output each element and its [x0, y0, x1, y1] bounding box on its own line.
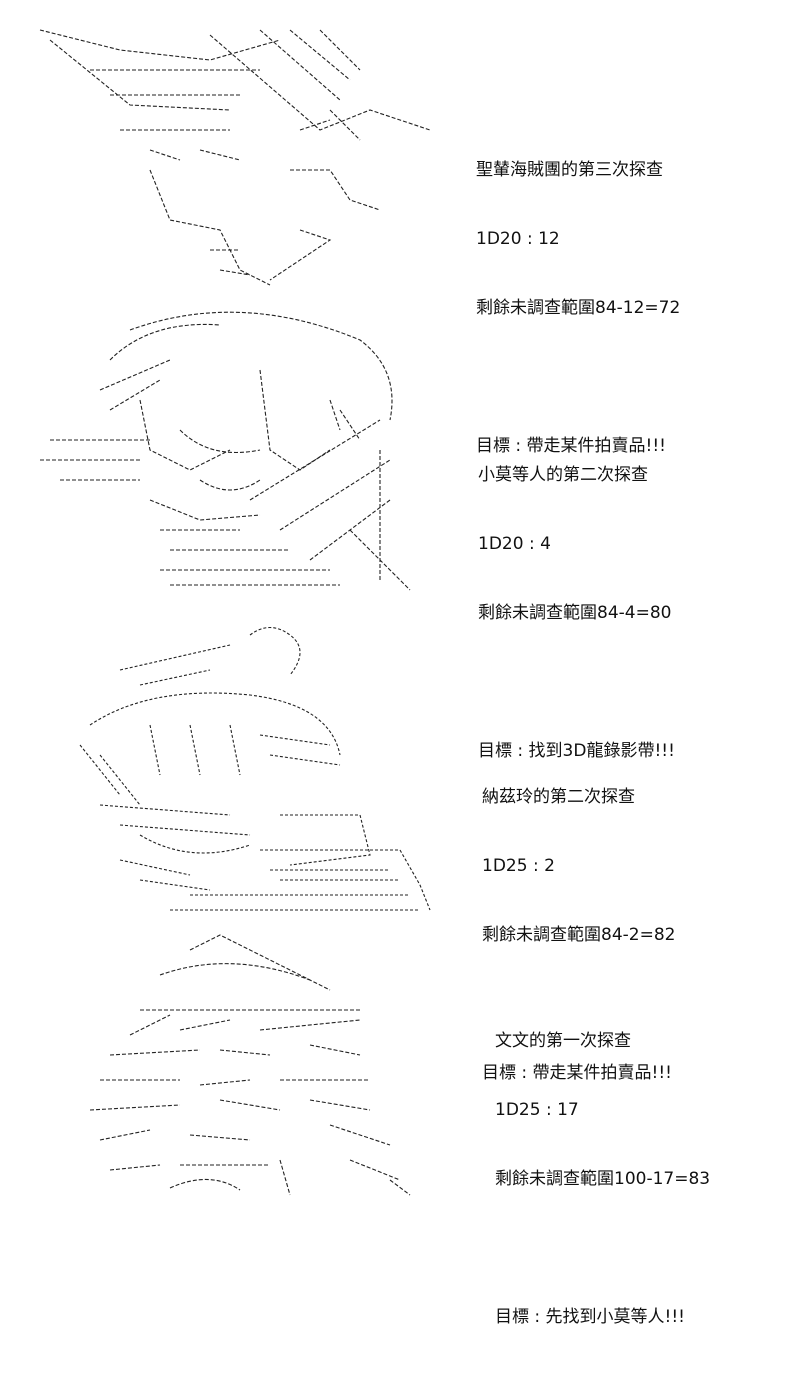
info-line: 小莫等人的第二次探查: [478, 465, 648, 485]
info-line: 1D25 : 17: [495, 1100, 579, 1120]
info-line: 剩餘未調查範圍84-2=82: [482, 925, 676, 945]
info-line: 文文的第一次探查: [495, 1031, 631, 1051]
info-block-2: 小莫等人的第二次探查 1D20 : 4 剩餘未調查範圍84-4=80 目標 : …: [478, 418, 675, 809]
info-block-1: 聖輦海賊團的第三次探查 1D20 : 12 剩餘未調查範圍84-12=72 目標…: [476, 113, 680, 504]
info-line: 1D25 : 2: [482, 856, 555, 876]
info-block-4: 文文的第一次探查 1D25 : 17 剩餘未調查範圍100-17=83 目標 :…: [495, 984, 710, 1375]
panel-1: 聖輦海賊團的第三次探查 1D20 : 12 剩餘未調查範圍84-12=72 目標…: [0, 20, 800, 456]
info-line: 1D20 : 4: [478, 534, 551, 554]
panel-2: 小莫等人的第二次探查 1D20 : 4 剩餘未調查範圍84-4=80 目標 : …: [0, 300, 800, 761]
goal-line: 目標 : 找到3D龍錄影帶!!!: [478, 741, 675, 761]
ascii-art-portrait-1: [30, 20, 450, 300]
panel-4: 文文的第一次探查 1D25 : 17 剩餘未調查範圍100-17=83 目標 :…: [0, 930, 800, 1327]
info-block-3: 納茲玲的第二次探查 1D25 : 2 剩餘未調查範圍84-2=82 目標 : 帶…: [482, 740, 675, 1131]
ascii-art-portrait-2: [30, 300, 450, 595]
goal-line: 目標 : 先找到小莫等人!!!: [495, 1307, 685, 1327]
info-line: 剩餘未調查範圍84-4=80: [478, 603, 672, 623]
info-line: 聖輦海賊團的第三次探查: [476, 160, 663, 180]
ascii-art-portrait-3: [30, 615, 450, 920]
info-line: 納茲玲的第二次探查: [482, 787, 635, 807]
goal-line: 目標 : 帶走某件拍賣品!!!: [476, 436, 666, 456]
ascii-art-portrait-4: [30, 930, 450, 1198]
info-line: 1D20 : 12: [476, 229, 560, 249]
info-line: 剩餘未調查範圍84-12=72: [476, 298, 681, 318]
info-line: 剩餘未調查範圍100-17=83: [495, 1169, 711, 1189]
goal-line: 目標 : 帶走某件拍賣品!!!: [482, 1063, 672, 1083]
panel-3: 納茲玲的第二次探查 1D25 : 2 剩餘未調查範圍84-2=82 目標 : 帶…: [0, 615, 800, 1083]
